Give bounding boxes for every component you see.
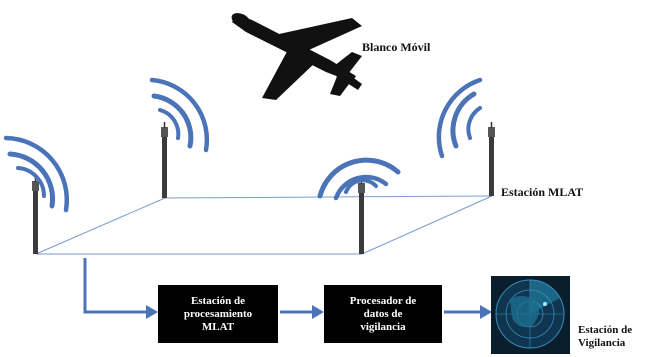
station-pole-3 [358, 178, 365, 254]
arrow-to-processing [83, 258, 146, 314]
surveillance-station-label: Estación de Vigilancia [578, 324, 633, 349]
station-pole-1 [32, 176, 39, 254]
processing-station-label: Estación de procesamiento MLAT [183, 294, 253, 333]
arrowheads [146, 305, 492, 319]
station-pole-4 [488, 122, 495, 196]
signal-waves [3, 77, 483, 213]
station-network-lines [35, 195, 493, 255]
flow-arrows [83, 258, 480, 314]
surveillance-processor-box: Procesador de datos de vigilancia [324, 285, 442, 343]
station-label: Estación MLAT [501, 185, 584, 199]
airplane-icon [231, 13, 362, 100]
radar-screen [491, 276, 570, 354]
target-label: Blanco Móvil [362, 40, 431, 54]
surveillance-processor-label: Procesador de datos de vigilancia [349, 294, 417, 333]
processing-station-box: Estación de procesamiento MLAT [158, 285, 278, 343]
station-pole-2 [161, 122, 168, 198]
